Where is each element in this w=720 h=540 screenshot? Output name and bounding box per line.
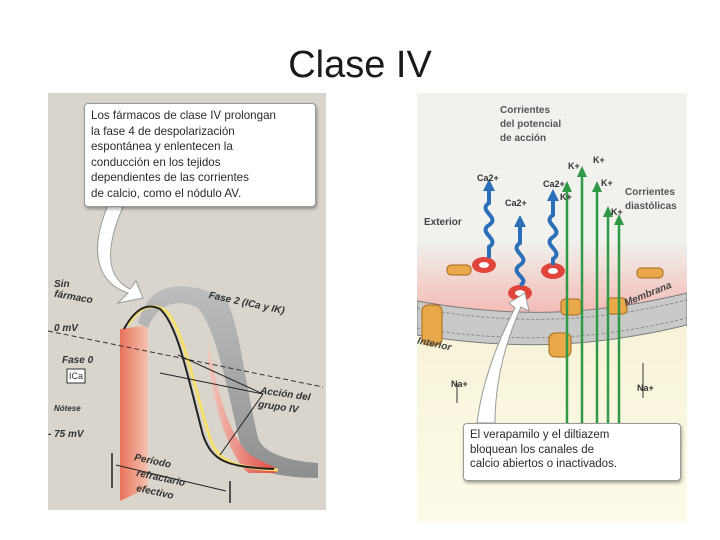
phase0-area	[120, 325, 148, 501]
diastolicas-label-2: diastólicas	[625, 201, 677, 212]
ca-label-2: Ca2+	[505, 198, 527, 208]
refractory-arrow	[115, 464, 227, 492]
ica-label: ICa	[69, 371, 84, 381]
action-arrow-2	[159, 372, 264, 395]
k-label-2: K+	[593, 155, 605, 165]
zero-mv-line	[48, 330, 324, 388]
zero-mv-label: 0 mV	[54, 323, 78, 334]
membrane-figure: Corrientes del potencial de acción Ca2+ …	[417, 93, 687, 523]
group-iv-area	[208, 343, 279, 473]
fase0-label: Fase 0	[62, 355, 94, 366]
action-arrow-1	[177, 354, 264, 395]
diastolicas-label-1: Corrientes	[625, 187, 676, 198]
corrientes-label-1: Corrientes	[500, 105, 551, 116]
notese-label: Nótese	[54, 404, 81, 413]
baseline-curve	[123, 305, 275, 470]
right-callout-text: El verapamilo y el diltiazem bloquean lo…	[463, 423, 681, 481]
membrane-line-bottom	[417, 317, 687, 339]
minus75-label: - 75 mV	[48, 429, 84, 440]
action-potential-drawing	[48, 204, 324, 503]
callout-line: espontánea y enlentecen la	[91, 140, 233, 154]
callout-pointer	[476, 292, 530, 424]
membrane-line-top	[417, 299, 687, 320]
callout-line: El verapamilo y el diltiazem	[470, 429, 610, 441]
action-potential-band	[138, 286, 318, 478]
ca-label-1: Ca2+	[477, 173, 499, 183]
callout-line: la fase 4 de despolarización	[91, 124, 235, 138]
exterior-label: Exterior	[424, 217, 462, 228]
callout-line: conducción en los tejidos	[91, 155, 221, 169]
ca-label-3: Ca2+	[543, 179, 565, 189]
ca-arrowhead	[483, 179, 495, 191]
k-label-1: K+	[568, 161, 580, 171]
left-callout-text: Los fármacos de clase IV prolongan la fa…	[84, 103, 316, 207]
k-label-5: K+	[611, 207, 623, 217]
potassium-arrowheads	[562, 166, 624, 225]
calcium-currents	[483, 185, 559, 287]
k-label-3: K+	[560, 192, 572, 202]
na-label-2: Na+	[637, 383, 654, 393]
na-label-1: Na+	[451, 379, 468, 389]
ca-arrowhead	[514, 215, 526, 227]
ica-box	[66, 368, 86, 384]
corrientes-label-3: de acción	[500, 133, 547, 144]
k-label-4: K+	[601, 178, 613, 188]
sin-farmaco-label-1: Sin	[54, 279, 70, 290]
callout-line: de calcio, como el nódulo AV.	[91, 186, 242, 200]
callout-line: calcio abiertos o inactivados.	[470, 458, 618, 470]
action-potential-figure: Los fármacos de clase IV prolongan la fa…	[48, 93, 326, 510]
corrientes-label-2: del potencial	[500, 119, 562, 130]
callout-line: dependientes de las corrientes	[91, 171, 249, 185]
action-arrow-3	[219, 393, 264, 456]
callout-line: Los fármacos de clase IV prolongan	[91, 109, 276, 122]
potassium-currents	[565, 173, 621, 463]
slide-title: Clase IV	[288, 44, 432, 86]
callout-line: bloquean los canales de	[470, 443, 595, 456]
callout-pointer	[97, 204, 144, 304]
ca-arrowhead	[547, 189, 559, 201]
